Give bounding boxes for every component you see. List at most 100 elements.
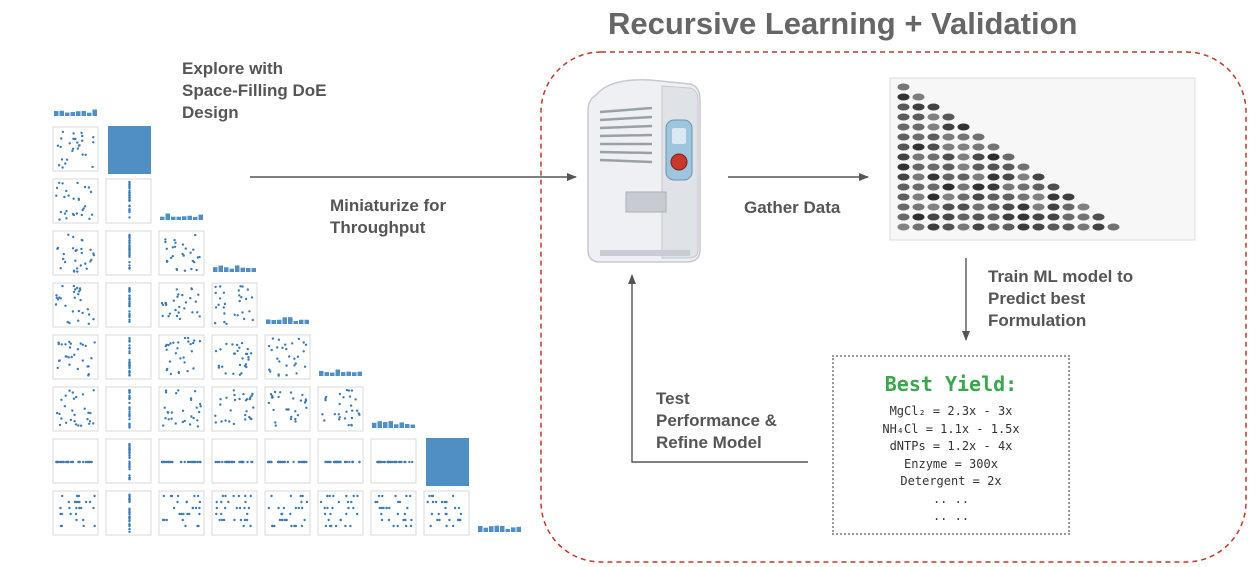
scatter-point — [191, 460, 194, 464]
scatter-point — [294, 506, 298, 510]
scatter-point — [328, 494, 331, 498]
scatter-point — [451, 494, 455, 498]
scatter-point — [69, 512, 72, 516]
scatter-point — [223, 320, 226, 324]
diag-hist-bar — [171, 216, 176, 220]
scatter-point — [75, 212, 79, 215]
scatter-point — [190, 350, 193, 353]
scatter-point — [304, 398, 307, 401]
scatter-point — [169, 460, 172, 464]
data-blob — [942, 133, 955, 141]
data-blob — [942, 203, 955, 211]
scatter-point — [278, 360, 281, 363]
diag-hist-bar — [478, 525, 483, 532]
scatter-point — [244, 494, 247, 498]
best-yield-heading: Best Yield: — [884, 372, 1018, 396]
scatter-point — [243, 506, 246, 510]
scatter-point — [238, 363, 242, 367]
scatter-point — [61, 166, 64, 169]
scatter-point — [436, 518, 439, 522]
scatter-cell — [158, 230, 205, 276]
scatter-point — [247, 506, 251, 510]
scatter-point — [186, 336, 190, 340]
scatter-point — [128, 288, 131, 292]
diag-hist-bar — [224, 267, 229, 272]
scatter-point — [250, 296, 254, 299]
scatter-point — [190, 267, 193, 271]
scatter-point — [184, 247, 187, 250]
scatter-point — [238, 460, 241, 464]
scatter-point — [294, 410, 297, 413]
data-blob — [942, 223, 955, 231]
scatter-point — [190, 415, 193, 418]
scatter-point — [348, 460, 351, 464]
scatter-point — [170, 411, 173, 414]
scatter-point — [348, 395, 352, 398]
scatter-point — [172, 341, 175, 344]
scatter-point — [128, 477, 131, 480]
scatter-point — [350, 389, 354, 392]
data-blob — [957, 213, 970, 221]
data-blob — [912, 163, 925, 171]
scatter-point — [178, 317, 182, 321]
scatter-point — [128, 474, 131, 477]
scatter-point — [128, 236, 131, 240]
data-blob — [897, 223, 910, 231]
data-blob — [972, 143, 985, 151]
scatter-point — [128, 267, 131, 270]
scatter-point — [128, 298, 131, 301]
data-blob — [912, 133, 925, 141]
scatter-point — [289, 512, 292, 516]
scatter-point — [374, 500, 377, 504]
scatter-point — [393, 460, 396, 464]
scatter-point — [276, 357, 279, 360]
scatter-point — [188, 423, 192, 426]
scatter-point — [160, 460, 164, 464]
diag-hist-bar — [160, 216, 165, 220]
scatter-point — [128, 208, 131, 211]
scatter-point — [248, 397, 251, 401]
diagram-title: Recursive Learning + Validation — [608, 6, 1078, 41]
data-blob — [957, 133, 970, 141]
scatter-point — [162, 494, 165, 498]
scatter-point — [453, 506, 457, 510]
scatter-point — [243, 518, 247, 522]
scatter-point — [292, 460, 295, 464]
scatter-point — [323, 419, 326, 422]
scatter-point — [452, 524, 455, 528]
scatter-point — [271, 524, 274, 528]
scatter-point — [73, 137, 76, 141]
scatter-point — [339, 518, 342, 522]
scatter-point — [163, 406, 166, 409]
data-blob — [897, 213, 910, 221]
scatter-cell — [105, 386, 152, 432]
scatter-point — [194, 506, 198, 510]
scatter-point — [277, 374, 280, 377]
data-blob — [1017, 183, 1030, 191]
data-blob — [942, 143, 955, 151]
scatter-point — [128, 261, 131, 264]
scatter-point — [78, 287, 82, 290]
scatter-point — [88, 500, 92, 504]
scatter-point — [285, 364, 288, 367]
scatter-point — [128, 181, 131, 184]
scatter-point — [251, 318, 254, 322]
scatter-point — [181, 420, 185, 424]
step-gather-label: Gather Data — [744, 198, 841, 217]
validation-loop-border — [540, 51, 1247, 563]
data-blob — [1002, 153, 1015, 161]
data-blob — [927, 223, 940, 231]
data-blob — [1047, 183, 1060, 191]
scatter-point — [378, 506, 381, 510]
scatter-point — [377, 460, 381, 464]
diag-hist-bar — [483, 527, 488, 532]
diag-hist-bar — [193, 216, 198, 220]
scatter-cell — [264, 438, 311, 484]
scatter-point — [277, 395, 280, 399]
scatter-point — [180, 512, 183, 516]
data-blob — [927, 203, 940, 211]
data-blob — [957, 143, 970, 151]
diag-hist-bar — [229, 268, 234, 272]
scatter-point — [57, 164, 61, 167]
scatter-point — [128, 318, 131, 321]
